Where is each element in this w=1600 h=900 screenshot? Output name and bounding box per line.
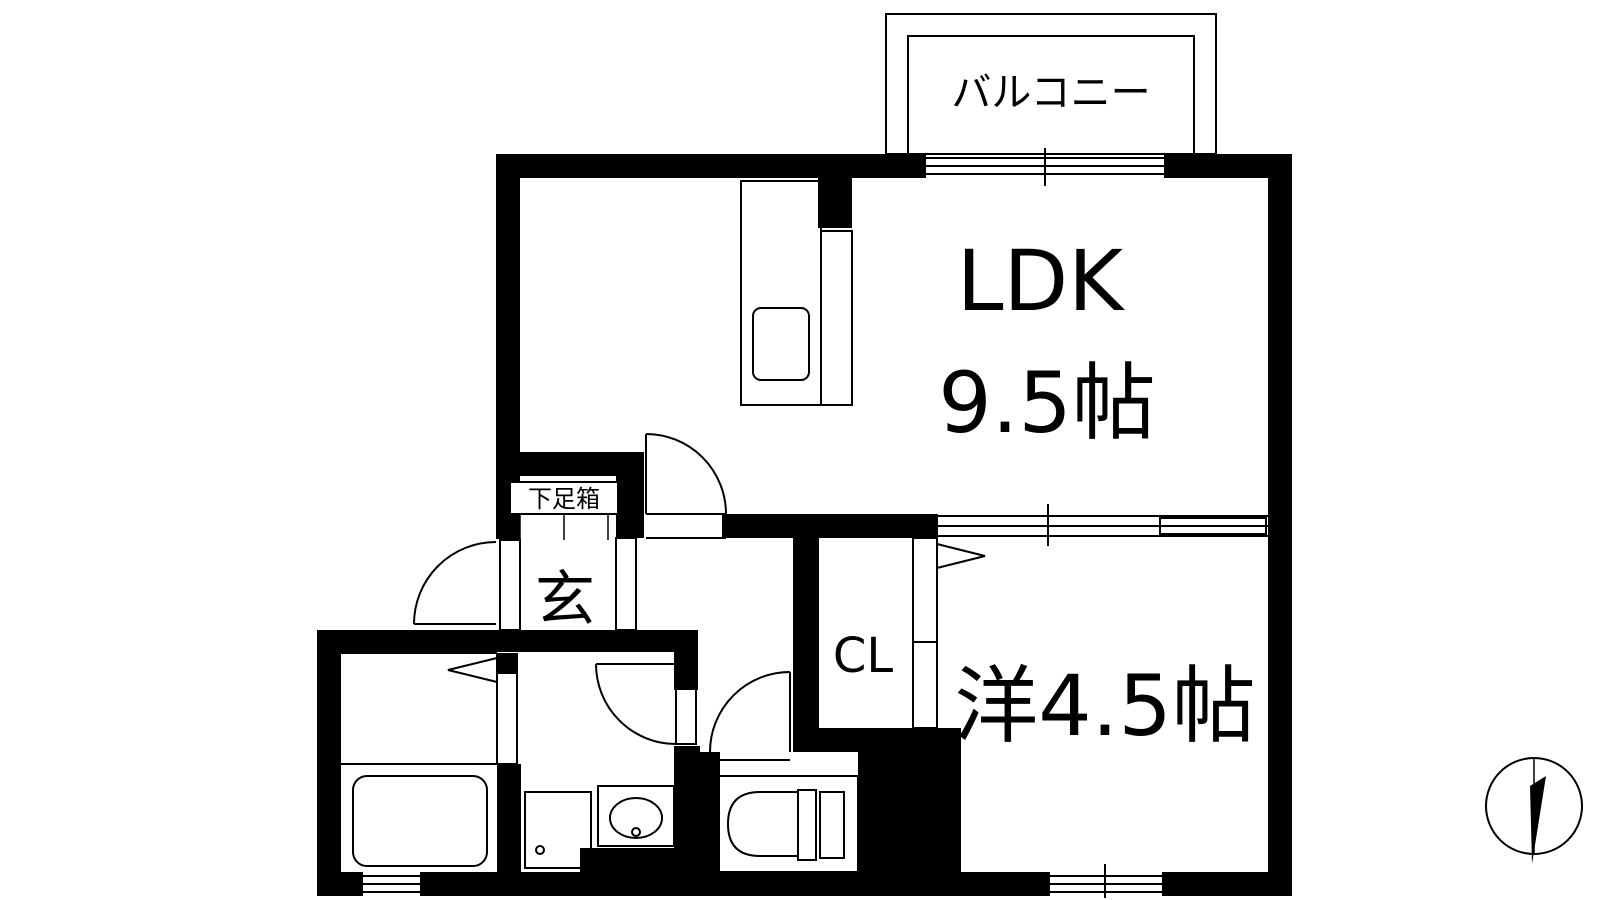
toilet-icon <box>726 791 799 857</box>
western-room-label: 洋4.5帖 <box>954 657 1256 755</box>
exterior-walls <box>317 154 1292 896</box>
bathroom <box>341 653 518 867</box>
kitchen-counter <box>740 180 853 406</box>
balcony-label: バルコニー <box>951 70 1150 116</box>
door-western-room <box>936 543 986 569</box>
entrance-label: 玄 <box>535 565 595 635</box>
shoe-box-label: 下足箱 <box>528 485 600 513</box>
washroom <box>524 663 697 869</box>
north-arrow-icon <box>1485 757 1583 864</box>
ldk-name: LDK <box>957 232 1125 330</box>
ldk-size: 9.5帖 <box>938 354 1156 452</box>
ldk-room: LDK 9.5帖 <box>938 232 1156 452</box>
door-ldk <box>645 433 727 539</box>
shoe-box: 下足箱 <box>509 481 619 540</box>
interior-walls <box>420 178 961 896</box>
toilet-room <box>697 671 859 873</box>
sliding-door-ldk-room <box>938 504 1268 546</box>
balcony: バルコニー <box>885 13 1217 155</box>
bathtub-icon <box>352 775 488 867</box>
front-door <box>413 541 497 625</box>
closet: CL <box>833 537 938 729</box>
closet-label: CL <box>833 628 894 684</box>
washbasin-icon <box>597 785 675 847</box>
entrance: 玄 <box>499 537 637 635</box>
windows <box>363 148 1164 898</box>
western-room: 洋4.5帖 <box>954 657 1256 755</box>
sink-icon <box>752 307 810 381</box>
